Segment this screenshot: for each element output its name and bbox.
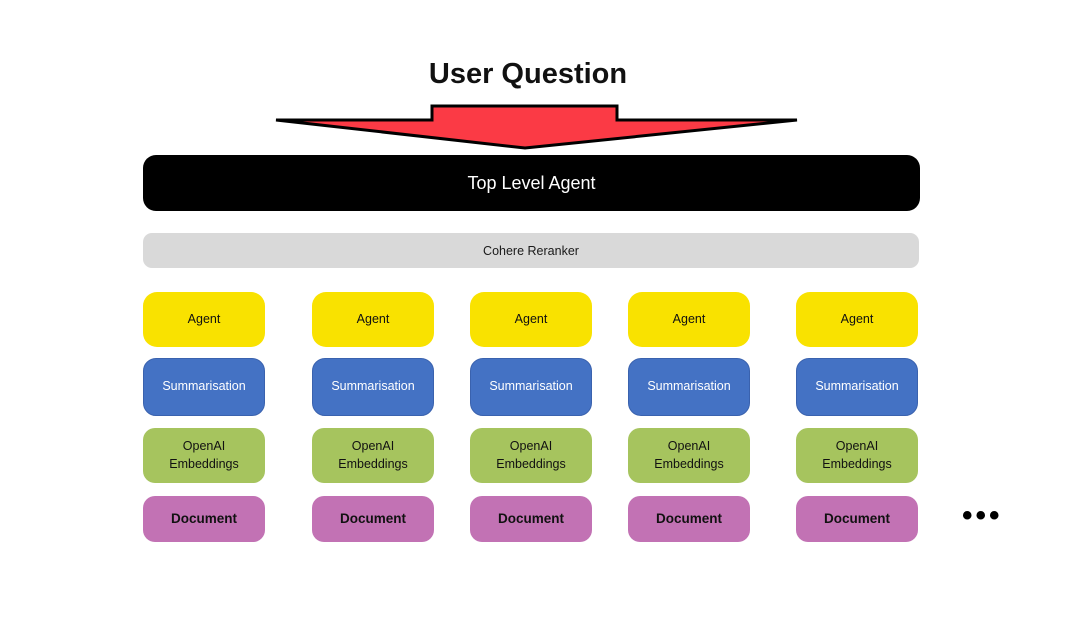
summarisation-label: Summarisation bbox=[162, 379, 246, 394]
agent-label: Agent bbox=[356, 311, 390, 326]
embeddings-label: OpenAI Embeddings bbox=[654, 439, 724, 471]
cohere-reranker-label: Cohere Reranker bbox=[483, 243, 579, 258]
pipeline-column: Agent Summarisation OpenAI Embeddings Do… bbox=[143, 0, 265, 629]
document-box: Document bbox=[796, 496, 918, 542]
agent-label: Agent bbox=[672, 311, 706, 326]
summarisation-label: Summarisation bbox=[489, 379, 573, 394]
document-box: Document bbox=[312, 496, 434, 542]
embeddings-label: OpenAI Embeddings bbox=[338, 439, 408, 471]
document-label: Document bbox=[170, 510, 237, 526]
document-label: Document bbox=[339, 510, 406, 526]
embeddings-box: OpenAI Embeddings bbox=[628, 428, 750, 483]
document-label: Document bbox=[655, 510, 722, 526]
summarisation-label: Summarisation bbox=[815, 379, 899, 394]
embeddings-box: OpenAI Embeddings bbox=[312, 428, 434, 483]
summarisation-box: Summarisation bbox=[628, 358, 750, 416]
embeddings-label: OpenAI Embeddings bbox=[822, 439, 892, 471]
agent-label: Agent bbox=[187, 311, 221, 326]
agent-label: Agent bbox=[514, 311, 548, 326]
document-label: Document bbox=[497, 510, 564, 526]
pipeline-column: Agent Summarisation OpenAI Embeddings Do… bbox=[312, 0, 434, 629]
document-box: Document bbox=[470, 496, 592, 542]
document-box: Document bbox=[628, 496, 750, 542]
embeddings-box: OpenAI Embeddings bbox=[796, 428, 918, 483]
pipeline-column: Agent Summarisation OpenAI Embeddings Do… bbox=[796, 0, 918, 629]
embeddings-label: OpenAI Embeddings bbox=[496, 439, 566, 471]
cohere-reranker-bar: Cohere Reranker bbox=[143, 233, 919, 268]
agent-box: Agent bbox=[796, 292, 918, 347]
top-level-agent-label: Top Level Agent bbox=[467, 172, 596, 193]
summarisation-box: Summarisation bbox=[143, 358, 265, 416]
agent-label: Agent bbox=[840, 311, 874, 326]
pipeline-column: Agent Summarisation OpenAI Embeddings Do… bbox=[470, 0, 592, 629]
summarisation-box: Summarisation bbox=[796, 358, 918, 416]
pipeline-column: Agent Summarisation OpenAI Embeddings Do… bbox=[628, 0, 750, 629]
diagram-title: User Question bbox=[428, 58, 628, 90]
top-level-agent-bar: Top Level Agent bbox=[143, 155, 920, 211]
document-label: Document bbox=[823, 510, 890, 526]
agent-box: Agent bbox=[143, 292, 265, 347]
embeddings-label: OpenAI Embeddings bbox=[169, 439, 239, 471]
document-box: Document bbox=[143, 496, 265, 542]
agent-box: Agent bbox=[628, 292, 750, 347]
summarisation-label: Summarisation bbox=[331, 379, 415, 394]
agent-box: Agent bbox=[312, 292, 434, 347]
agent-box: Agent bbox=[470, 292, 592, 347]
embeddings-box: OpenAI Embeddings bbox=[143, 428, 265, 483]
summarisation-label: Summarisation bbox=[647, 379, 731, 394]
more-columns-ellipsis: ••• bbox=[962, 499, 1003, 532]
summarisation-box: Summarisation bbox=[312, 358, 434, 416]
embeddings-box: OpenAI Embeddings bbox=[470, 428, 592, 483]
summarisation-box: Summarisation bbox=[470, 358, 592, 416]
